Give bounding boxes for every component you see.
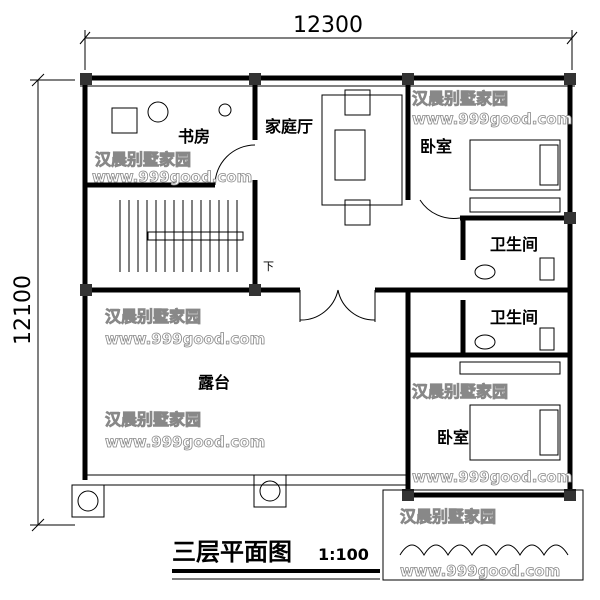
study-desk — [111, 101, 232, 134]
stair-down-label: 下 — [263, 260, 274, 273]
watermark-url: www.999good.com — [92, 168, 252, 186]
room-family-hall: 家庭厅 — [265, 117, 313, 136]
watermark-brand: 汉晨别墅家园 — [400, 507, 496, 526]
watermark-brand: 汉晨别墅家园 — [412, 382, 508, 401]
staircase — [119, 200, 244, 272]
room-terrace: 露台 — [198, 373, 230, 392]
plan-title: 三层平面图 — [172, 538, 292, 566]
watermark-brand: 汉晨别墅家园 — [95, 150, 191, 169]
walls — [71, 73, 584, 581]
sofa-set — [321, 89, 403, 226]
watermark-brand: 汉晨别墅家园 — [105, 410, 201, 429]
bed-lower — [469, 404, 561, 461]
height-label: 12100 — [11, 275, 36, 345]
bathroom-fixtures — [474, 257, 555, 351]
watermarks: 汉晨别墅家园 www.999good.com 汉晨别墅家园 www.999goo… — [92, 89, 573, 581]
dimension-height: 12100 — [11, 73, 75, 532]
watermark-url: www.999good.com — [105, 330, 265, 348]
room-bedroom-upper: 卧室 — [420, 137, 452, 156]
wardrobes — [459, 197, 561, 375]
room-study: 书房 — [178, 127, 210, 146]
plan-scale: 1:100 — [318, 545, 369, 564]
watermark-url: www.999good.com — [412, 110, 572, 128]
width-label: 12300 — [293, 13, 363, 38]
doors — [214, 144, 461, 322]
watermark-url: www.999good.com — [105, 433, 265, 451]
watermark-url: www.999good.com — [400, 562, 560, 580]
watermark-url: www.999good.com — [412, 468, 572, 486]
room-bedroom-lower: 卧室 — [437, 428, 469, 447]
dimension-width: 12300 — [79, 13, 578, 70]
bed-upper — [469, 139, 561, 191]
room-bathroom-2: 卫生间 — [490, 308, 538, 327]
watermark-brand: 汉晨别墅家园 — [412, 89, 508, 108]
room-bathroom-1: 卫生间 — [490, 235, 538, 254]
watermark-brand: 汉晨别墅家园 — [105, 307, 201, 326]
